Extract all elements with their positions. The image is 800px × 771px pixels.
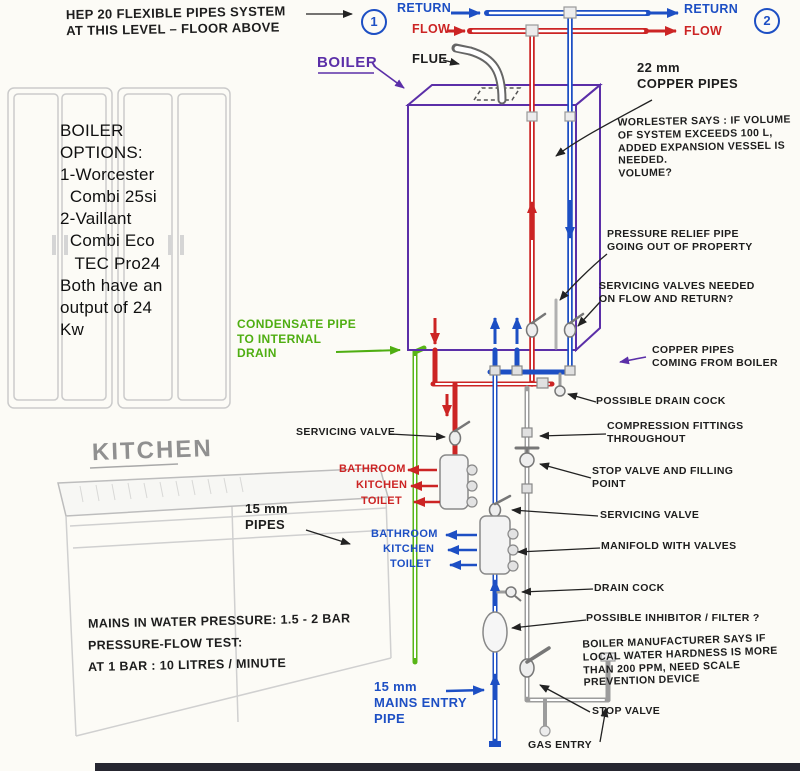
copper-from-boiler-note: COPPER PIPES COMING FROM BOILER	[652, 344, 778, 369]
boiler-label: BOILER	[317, 54, 378, 71]
servicing-valves-note: SERVICING VALVES NEEDED ON FLOW AND RETU…	[599, 280, 755, 305]
condensate-note: CONDENSATE PIPE TO INTERNAL DRAIN	[237, 317, 357, 361]
cold-outlet-kitchen: KITCHEN	[383, 543, 435, 555]
inhibitor-note: POSSIBLE INHIBITOR / FILTER ?	[586, 612, 760, 624]
servicing-valve-note-right: SERVICING VALVE	[600, 509, 700, 521]
drain-cock-note: DRAIN COCK	[594, 582, 665, 594]
servicing-valve-note-left: SERVICING VALVE	[296, 426, 396, 438]
compression-fittings-note: COMPRESSION FITTINGS THROUGHOUT	[607, 420, 744, 445]
mains-entry-label: 15 mm MAINS ENTRY PIPE	[374, 679, 467, 726]
flow-arrows	[335, 8, 679, 700]
condensate-pipe	[412, 345, 427, 665]
flue-base-dashed	[472, 87, 522, 101]
stop-valve-filling-note: STOP VALVE AND FILLING POINT	[592, 465, 734, 490]
flue-label: FLUE	[412, 51, 448, 66]
boiler-outline	[405, 82, 603, 353]
marker-2-badge: 2	[754, 8, 780, 34]
marker-1-badge: 1	[361, 9, 387, 35]
flue-pipe	[451, 43, 507, 105]
annotation-arrows	[305, 10, 653, 743]
flow-label-right: FLOW	[684, 24, 723, 38]
pressure-flow-test-note: PRESSURE-FLOW TEST:	[87, 635, 243, 653]
water-hardness-note: BOILER MANUFACTURER SAYS IF LOCAL WATER …	[582, 632, 778, 689]
hep-pipes-note: HEP 20 FLEXIBLE PIPES SYSTEM AT THIS LEV…	[65, 3, 286, 39]
cold-outlet-toilet: TOILET	[390, 558, 432, 570]
hot-outlet-toilet: TOILET	[361, 495, 403, 507]
kitchen-room-label: KITCHEN	[91, 434, 214, 467]
pressure-relief-note: PRESSURE RELIEF PIPE GOING OUT OF PROPER…	[607, 228, 753, 253]
gas-entry-note: GAS ENTRY	[528, 739, 593, 751]
flow-label-left: FLOW	[412, 22, 451, 36]
fittings-and-valves	[439, 312, 585, 678]
possible-drain-cock-note: POSSIBLE DRAIN COCK	[596, 395, 726, 407]
hot-outlet-kitchen: KITCHEN	[356, 479, 408, 491]
expansion-vessel-note: WORLESTER SAYS : IF VOLUME OF SYSTEM EXC…	[617, 113, 791, 180]
hot-outlet-bathroom: BATHROOM	[339, 463, 406, 475]
stop-valve-note: STOP VALVE	[592, 705, 661, 717]
manifold-note: MANIFOLD WITH VALVES	[601, 540, 737, 552]
return-label-right: RETURN	[684, 2, 739, 16]
worktop-sketch	[57, 463, 392, 737]
cold-outlet-bathroom: BATHROOM	[371, 528, 438, 540]
copper-22mm-label: 22 mm COPPER PIPES	[637, 60, 739, 91]
kitchen-cabinets-sketch	[7, 87, 231, 409]
pipes-15mm-label: 15 mm PIPES	[245, 501, 288, 532]
boiler-options-note: BOILER OPTIONS: 1-Worcester Combi 25si 2…	[60, 121, 163, 339]
return-label-left: RETURN	[397, 1, 452, 15]
scan-artifact-strip	[95, 763, 800, 771]
